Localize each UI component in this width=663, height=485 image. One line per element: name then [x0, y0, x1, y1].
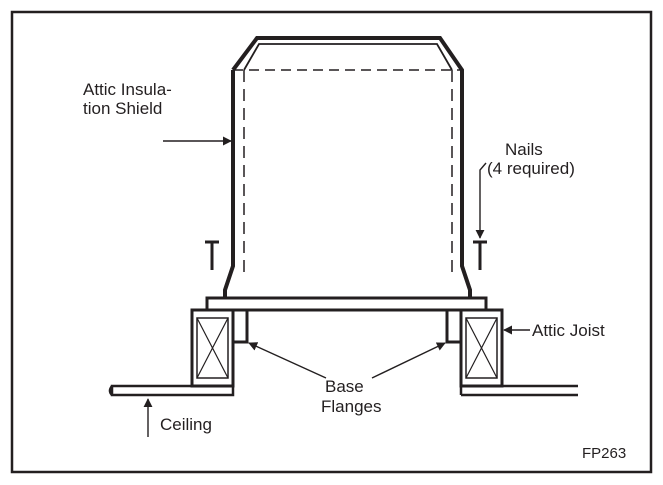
ceiling-right — [459, 384, 578, 397]
label-nails-line2: (4 required) — [487, 159, 575, 178]
label-shield-line2: tion Shield — [83, 99, 162, 118]
label-attic-joist: Attic Joist — [532, 321, 605, 340]
shield-top-fold — [243, 43, 453, 71]
diagram-frame — [10, 10, 653, 474]
attic-joist-right — [459, 308, 504, 388]
figure-id: FP263 — [582, 445, 626, 462]
attic-joist-left — [190, 308, 235, 388]
label-nails-line1: Nails — [505, 140, 543, 159]
flange-arrow-left — [248, 342, 327, 379]
insulation-shield — [223, 36, 472, 298]
label-flanges-line1: Base — [325, 377, 364, 396]
label-shield-line1: Attic Insula- — [83, 80, 172, 99]
label-flanges-line2: Flanges — [321, 397, 381, 416]
base-flange-left — [231, 308, 249, 344]
nail-right — [473, 240, 487, 270]
base-flange-right — [445, 308, 463, 344]
flange-arrow-right — [371, 342, 446, 379]
leader-arrows — [143, 136, 530, 437]
nails-arrow — [475, 162, 487, 239]
shield-outline — [223, 36, 472, 298]
nail-left — [205, 240, 219, 270]
base-plate — [205, 296, 488, 312]
label-ceiling: Ceiling — [160, 415, 212, 434]
ceiling-left — [108, 384, 235, 397]
